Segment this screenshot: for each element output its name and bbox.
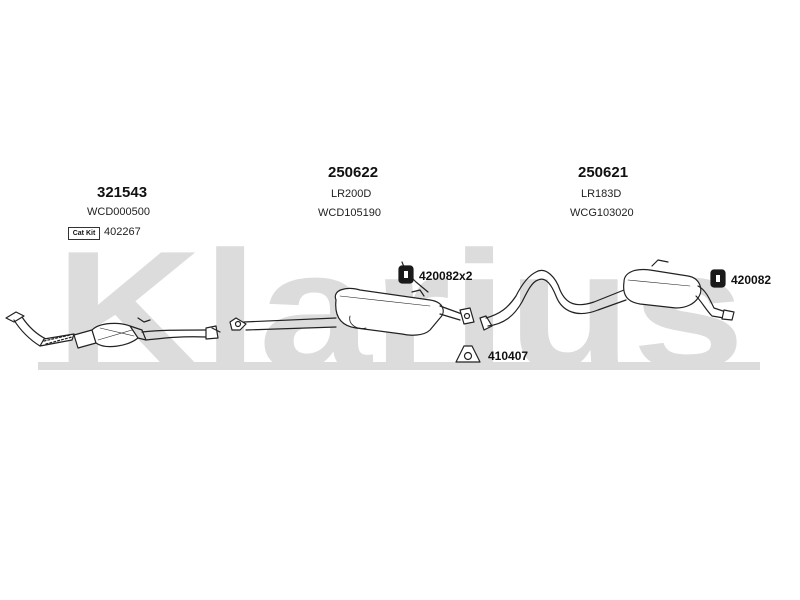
part-number-label: 250622 <box>328 164 379 181</box>
cat-kit-badge: Cat Kit <box>68 227 100 240</box>
rear-silencer-part[interactable] <box>479 259 735 331</box>
part-code-label: WCD105190 <box>318 207 381 219</box>
part-code-label: LR200D <box>331 188 372 200</box>
rubber-mount-icon[interactable] <box>710 269 726 288</box>
accessory-number-label: 410407 <box>488 349 529 363</box>
gasket-icon[interactable] <box>455 345 481 363</box>
part-number-label: 321543 <box>97 184 148 201</box>
part-number-label: 250621 <box>578 164 629 181</box>
accessory-number-label: 420082 <box>731 273 772 287</box>
accessory-number-label: 420082x2 <box>419 269 473 283</box>
rubber-mount-icon[interactable] <box>398 265 414 284</box>
part-code-label: WCD000500 <box>87 206 150 218</box>
cat-kit-number: 402267 <box>104 226 141 238</box>
part-code-label: LR183D <box>581 188 622 200</box>
front-pipe-catalyst-part[interactable] <box>5 311 221 349</box>
part-code-label: WCG103020 <box>570 207 634 219</box>
